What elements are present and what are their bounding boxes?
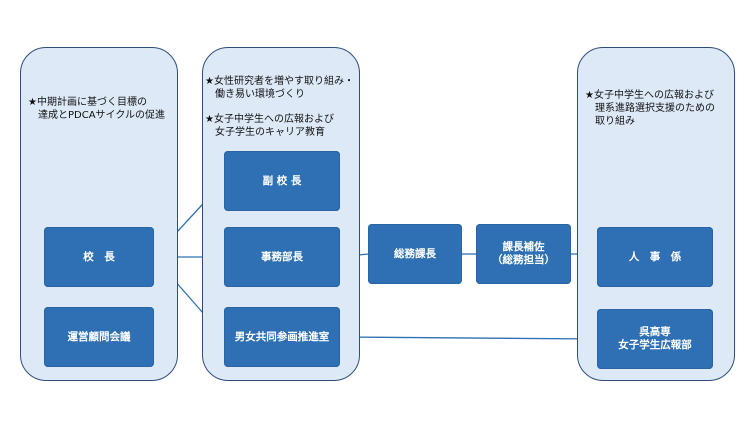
middle-panel-note-2: ★女子中学生への広報および 女子学生のキャリア教育 [205, 114, 334, 138]
right-panel-note: ★女子中学生への広報および 理系進路選択支援のための 取り組み [585, 90, 715, 127]
assistant-chief-box: 課長補佐 （総務担当） [476, 224, 571, 284]
middle-panel-note-1: ★女性研究者を増やす取り組み・ 働き易い環境づくり [205, 76, 354, 100]
principal-box: 校 長 [44, 227, 154, 287]
council-box: 運営顧問会議 [44, 307, 154, 367]
kure-pr-box: 呉高専 女子学生広報部 [597, 309, 713, 369]
vice-principal-box: 副 校 長 [224, 151, 340, 211]
left-panel-note: ★中期計画に基づく目標の 達成とPDCAサイクルの促進 [28, 97, 166, 121]
personnel-box: 人 事 係 [597, 227, 713, 287]
gender-equality-office-box: 男女共同参画推進室 [224, 307, 340, 367]
line-equality-kure [339, 336, 598, 340]
general-affairs-chief-box: 総務課長 [368, 224, 462, 284]
secretary-general-box: 事務部長 [224, 227, 340, 287]
